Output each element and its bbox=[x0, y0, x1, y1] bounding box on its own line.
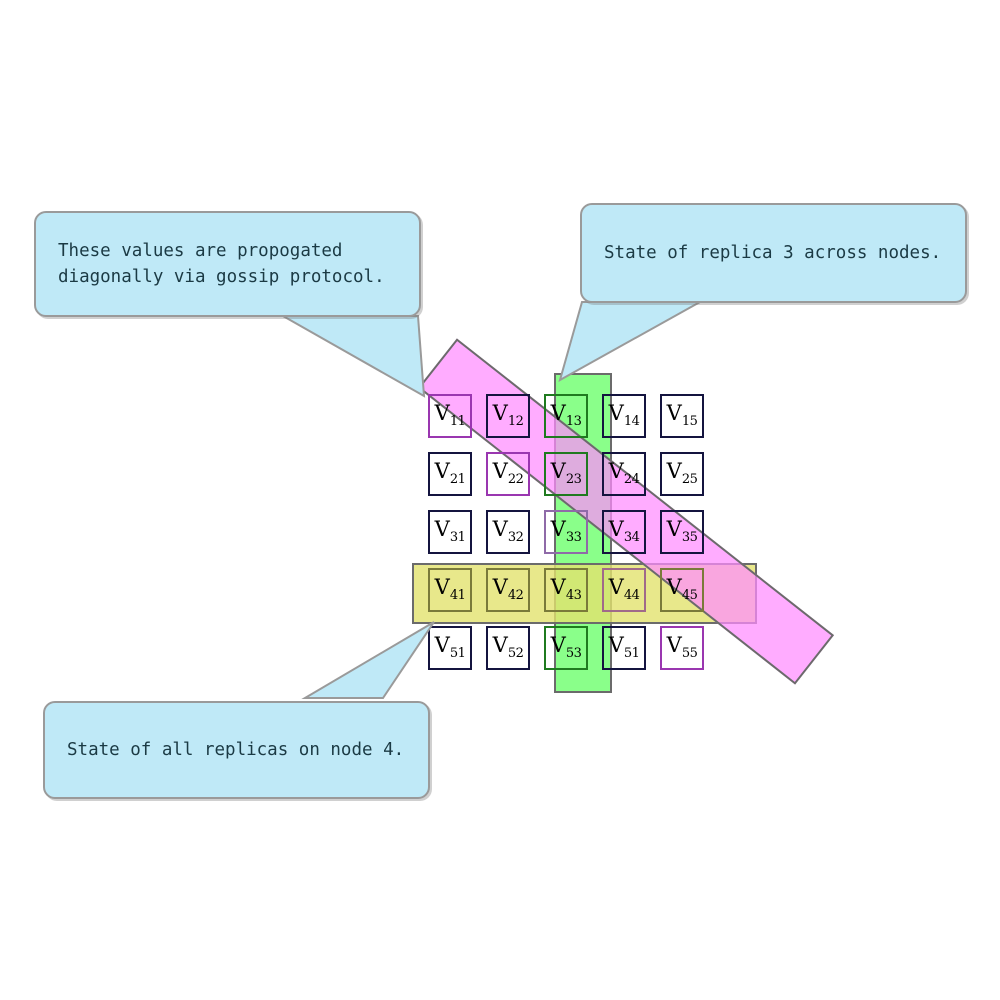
cell-subscript: 43 bbox=[565, 588, 582, 604]
grid-cell-v51[interactable]: V51 bbox=[602, 626, 646, 670]
cell-label: V12 bbox=[492, 401, 524, 430]
cell-label: V55 bbox=[666, 633, 698, 662]
grid-cell-v44[interactable]: V44 bbox=[602, 568, 646, 612]
grid-cell-v42[interactable]: V42 bbox=[486, 568, 530, 612]
grid-cell-v32[interactable]: V32 bbox=[486, 510, 530, 554]
grid-cell-v35[interactable]: V35 bbox=[660, 510, 704, 554]
cell-subscript: 52 bbox=[507, 646, 524, 662]
callout-replica3-text: State of replica 3 across nodes. bbox=[604, 242, 942, 263]
cell-label: V32 bbox=[492, 517, 524, 546]
cell-subscript: 55 bbox=[681, 646, 698, 662]
cell-label: V22 bbox=[492, 459, 524, 488]
grid-cell-v24[interactable]: V24 bbox=[602, 452, 646, 496]
cell-subscript: 21 bbox=[449, 472, 466, 488]
cell-label: V34 bbox=[608, 517, 640, 546]
callout-node4: State of all replicas on node 4. bbox=[43, 701, 430, 799]
cell-subscript: 15 bbox=[681, 414, 698, 430]
cell-label: V41 bbox=[434, 575, 466, 604]
grid-cell-v43[interactable]: V43 bbox=[544, 568, 588, 612]
grid-cell-v14[interactable]: V14 bbox=[602, 394, 646, 438]
cell-subscript: 23 bbox=[565, 472, 582, 488]
grid-cell-v23[interactable]: V23 bbox=[544, 452, 588, 496]
grid-cell-v22[interactable]: V22 bbox=[486, 452, 530, 496]
cell-subscript: 35 bbox=[681, 530, 698, 546]
cell-label: V21 bbox=[434, 459, 466, 488]
cell-label: V31 bbox=[434, 517, 466, 546]
cell-subscript: 45 bbox=[681, 588, 698, 604]
grid-row: V11 V12 V13 V14 V15 bbox=[428, 394, 704, 452]
grid-cell-v15[interactable]: V15 bbox=[660, 394, 704, 438]
cell-label: V51 bbox=[608, 633, 640, 662]
cell-label: V13 bbox=[550, 401, 582, 430]
cell-subscript: 41 bbox=[449, 588, 466, 604]
cell-subscript: 12 bbox=[507, 414, 524, 430]
cell-subscript: 24 bbox=[623, 472, 640, 488]
cell-label: V51 bbox=[434, 633, 466, 662]
grid-cell-v51[interactable]: V51 bbox=[428, 626, 472, 670]
cell-label: V11 bbox=[434, 401, 466, 430]
cell-label: V52 bbox=[492, 633, 524, 662]
cell-subscript: 34 bbox=[623, 530, 640, 546]
cell-label: V45 bbox=[666, 575, 698, 604]
grid-row: V41 V42 V43 V44 V45 bbox=[428, 568, 704, 626]
grid-row: V21 V22 V23 V24 V25 bbox=[428, 452, 704, 510]
cell-subscript: 51 bbox=[449, 646, 466, 662]
grid-cell-v25[interactable]: V25 bbox=[660, 452, 704, 496]
cell-label: V14 bbox=[608, 401, 640, 430]
grid-cell-v55[interactable]: V55 bbox=[660, 626, 704, 670]
grid-cell-v21[interactable]: V21 bbox=[428, 452, 472, 496]
grid-cell-v31[interactable]: V31 bbox=[428, 510, 472, 554]
cell-label: V33 bbox=[550, 517, 582, 546]
grid-cell-v52[interactable]: V52 bbox=[486, 626, 530, 670]
cell-subscript: 53 bbox=[565, 646, 582, 662]
cell-label: V15 bbox=[666, 401, 698, 430]
grid-row: V51 V52 V53 V51 V55 bbox=[428, 626, 704, 684]
cell-subscript: 25 bbox=[681, 472, 698, 488]
callout-tail-gossip bbox=[279, 315, 426, 398]
grid-cell-v45[interactable]: V45 bbox=[660, 568, 704, 612]
callout-gossip: These values are propogated diagonally v… bbox=[34, 211, 421, 317]
grid-cell-v41[interactable]: V41 bbox=[428, 568, 472, 612]
grid-cell-v12[interactable]: V12 bbox=[486, 394, 530, 438]
callout-node4-text: State of all replicas on node 4. bbox=[67, 739, 405, 760]
cell-subscript: 33 bbox=[565, 530, 582, 546]
cell-subscript: 51 bbox=[623, 646, 640, 662]
grid-cell-v34[interactable]: V34 bbox=[602, 510, 646, 554]
cell-subscript: 13 bbox=[565, 414, 582, 430]
callout-tail-node4 bbox=[301, 621, 435, 699]
cell-subscript: 14 bbox=[623, 414, 640, 430]
cell-label: V23 bbox=[550, 459, 582, 488]
cell-label: V42 bbox=[492, 575, 524, 604]
cell-subscript: 42 bbox=[507, 588, 524, 604]
cell-label: V24 bbox=[608, 459, 640, 488]
callout-gossip-text: These values are propogated diagonally v… bbox=[58, 240, 385, 287]
cell-label: V53 bbox=[550, 633, 582, 662]
grid-cell-v33[interactable]: V33 bbox=[544, 510, 588, 554]
cell-label: V25 bbox=[666, 459, 698, 488]
cell-subscript: 22 bbox=[507, 472, 524, 488]
callout-tail-replica3 bbox=[558, 301, 704, 383]
cell-label: V43 bbox=[550, 575, 582, 604]
cell-subscript: 44 bbox=[623, 588, 640, 604]
cell-subscript: 11 bbox=[449, 414, 466, 430]
grid-cell-v53[interactable]: V53 bbox=[544, 626, 588, 670]
cell-label: V35 bbox=[666, 517, 698, 546]
callout-replica3: State of replica 3 across nodes. bbox=[580, 203, 967, 303]
grid-row: V31 V32 V33 V34 V35 bbox=[428, 510, 704, 568]
cell-label: V44 bbox=[608, 575, 640, 604]
cell-subscript: 32 bbox=[507, 530, 524, 546]
grid-cell-v13[interactable]: V13 bbox=[544, 394, 588, 438]
grid-cell-v11[interactable]: V11 bbox=[428, 394, 472, 438]
cell-subscript: 31 bbox=[449, 530, 466, 546]
